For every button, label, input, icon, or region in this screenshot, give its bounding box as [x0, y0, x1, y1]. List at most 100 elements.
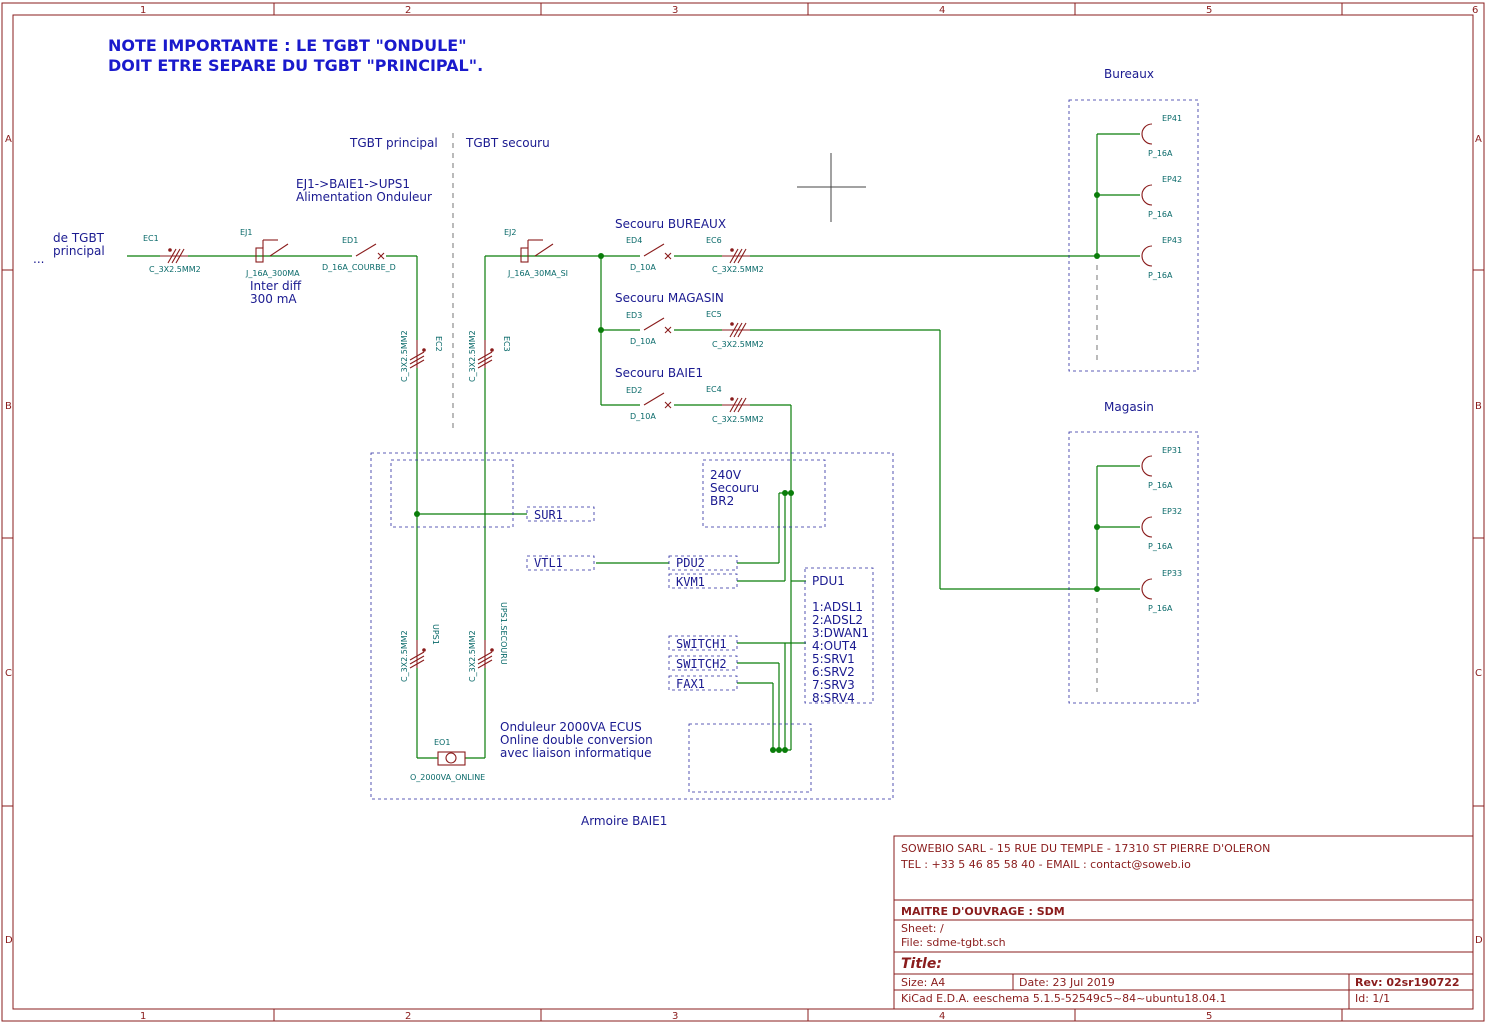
val-ed3: D_10A [630, 337, 656, 346]
row-label: D [5, 935, 13, 946]
ref-ep41: EP41 [1162, 114, 1182, 123]
label-switch1[interactable]: SWITCH1 [668, 635, 738, 651]
ref-ups1: UPS1 [431, 624, 440, 645]
breaker-ej1[interactable]: EJ1 J_16A_300MA Inter diff 300 mA [240, 228, 302, 306]
armoire-baie1-box [370, 452, 894, 800]
row-label: A [1475, 134, 1482, 145]
outlet-ep42[interactable]: EP42 P_16A [1141, 175, 1182, 219]
val-ep42: P_16A [1148, 210, 1173, 219]
pdu1-outlet: 1:ADSL1 [812, 600, 863, 614]
outlet-ep33[interactable]: EP33 P_16A [1141, 569, 1182, 613]
outlet-ep41[interactable]: EP41 P_16A [1141, 114, 1182, 158]
cable-ec2[interactable]: EC2 C_3X2.5MM2 [400, 330, 443, 382]
sheet-line: Sheet: / [901, 922, 944, 935]
switch2-text: SWITCH2 [676, 657, 727, 671]
ref-ups1-secouru: UPS1.SECOURU [499, 602, 508, 665]
col-label: 4 [939, 5, 945, 16]
col-label: 3 [672, 1011, 678, 1022]
label-kvm1[interactable]: KVM1 [668, 573, 738, 589]
pdu2-text: PDU2 [676, 556, 705, 570]
source-arrow: ... [33, 252, 44, 266]
ref-ep31: EP31 [1162, 446, 1182, 455]
pdu1-title: PDU1 [812, 574, 845, 588]
br2-line3: BR2 [710, 494, 734, 508]
fax1-text: FAX1 [676, 677, 705, 691]
val-ep32: P_16A [1148, 542, 1173, 551]
outlet-ep31[interactable]: EP31 P_16A [1141, 446, 1182, 490]
cable-ec3[interactable]: EC3 C_3X2.5MM2 [468, 330, 511, 382]
pdu1-outlet: 3:DWAN1 [812, 626, 869, 640]
outlet-ep32[interactable]: EP32 P_16A [1141, 507, 1182, 551]
ups-eo1[interactable]: EO1 O_2000VA_ONLINE [410, 738, 485, 782]
br2-zone-box [702, 459, 826, 528]
ref-ej1: EJ1 [240, 228, 253, 237]
bureaux-title: Bureaux [1104, 67, 1154, 81]
secouru-baie1-title: Secouru BAIE1 [615, 366, 703, 380]
val-ep33: P_16A [1148, 604, 1173, 613]
val-ups1-secouru: C_3X2.5MM2 [468, 630, 477, 682]
ref-ed2: ED2 [626, 386, 642, 395]
outlet-ep43[interactable]: EP43 P_16A [1141, 236, 1182, 280]
val-ec3: C_3X2.5MM2 [468, 330, 477, 382]
cable-ec6[interactable]: EC6 C_3X2.5MM2 [706, 236, 764, 274]
ref-ep33: EP33 [1162, 569, 1182, 578]
ref-ec6: EC6 [706, 236, 722, 245]
cable-ec5[interactable]: EC5 C_3X2.5MM2 [706, 310, 764, 349]
section-label-principal: TGBT principal [349, 136, 438, 150]
col-label: 2 [405, 1011, 411, 1022]
tool-line: KiCad E.D.A. eeschema 5.1.5-52549c5~84~u… [901, 992, 1227, 1005]
secouru-magasin-title: Secouru MAGASIN [615, 291, 724, 305]
ref-ep43: EP43 [1162, 236, 1182, 245]
ej1-note-line2: 300 mA [250, 292, 297, 306]
row-label: C [1475, 668, 1482, 679]
label-fax1[interactable]: FAX1 [668, 675, 738, 691]
val-ec1: C_3X2.5MM2 [149, 265, 201, 274]
source-label-line1: de TGBT [53, 231, 105, 245]
cable-ec1[interactable]: EC1 C_3X2.5MM2 [143, 234, 201, 274]
feed-label-line1: EJ1->BAIE1->UPS1 [296, 177, 410, 191]
breaker-ed3[interactable]: ED3 D_10A [626, 311, 674, 346]
ref-ec1: EC1 [143, 234, 159, 243]
row-label: B [5, 401, 12, 412]
source-label-line2: principal [53, 244, 105, 258]
col-label: 5 [1206, 5, 1212, 16]
ref-ed3: ED3 [626, 311, 642, 320]
cable-ups1-secouru[interactable]: UPS1.SECOURU C_3X2.5MM2 [468, 602, 508, 682]
important-note-line2: DOIT ETRE SEPARE DU TGBT "PRINCIPAL". [108, 56, 483, 75]
label-vtl1[interactable]: VTL1 [526, 555, 595, 571]
label-sur1[interactable]: SUR1 [526, 506, 595, 522]
label-switch2[interactable]: SWITCH2 [668, 655, 738, 671]
ref-ej2: EJ2 [504, 228, 517, 237]
cable-ec4[interactable]: EC4 C_3X2.5MM2 [706, 385, 764, 424]
val-ej1: J_16A_300MA [245, 269, 300, 278]
breaker-ed1[interactable]: ED1 D_16A_COURBE_D [322, 236, 396, 272]
eo1-desc-line1: Onduleur 2000VA ECUS [500, 720, 642, 734]
column-ruler-top: 1 2 3 4 5 6 [140, 3, 1478, 16]
contact-line: TEL : +33 5 46 85 58 40 - EMAIL : contac… [900, 858, 1191, 871]
vtl1-text: VTL1 [534, 556, 563, 570]
magasin-box [1068, 431, 1199, 704]
feed-label-line2: Alimentation Onduleur [296, 190, 432, 204]
breaker-ed4[interactable]: ED4 D_10A [626, 236, 674, 272]
val-ec2: C_3X2.5MM2 [400, 330, 409, 382]
cable-ups1[interactable]: UPS1 C_3X2.5MM2 [400, 624, 440, 682]
breaker-ed2[interactable]: ED2 D_10A [626, 386, 674, 421]
breaker-ej2[interactable]: EJ2 J_16A_30MA_SI [504, 228, 568, 278]
ref-ec2: EC2 [434, 336, 443, 352]
pdu1-outlet: 2:ADSL2 [812, 613, 863, 627]
col-label: 1 [140, 5, 146, 16]
date-line: Date: 23 Jul 2019 [1019, 976, 1115, 989]
col-label: 1 [140, 1011, 146, 1022]
val-ec6: C_3X2.5MM2 [712, 265, 764, 274]
val-ed2: D_10A [630, 412, 656, 421]
br2-line1: 240V [710, 468, 742, 482]
crosshair-marker [797, 153, 866, 222]
val-ups1: C_3X2.5MM2 [400, 630, 409, 682]
ref-ep42: EP42 [1162, 175, 1182, 184]
col-label: 2 [405, 5, 411, 16]
rev-line: Rev: 02sr190722 [1355, 976, 1460, 989]
file-line: File: sdme-tgbt.sch [901, 936, 1006, 949]
label-pdu2[interactable]: PDU2 [668, 555, 738, 571]
